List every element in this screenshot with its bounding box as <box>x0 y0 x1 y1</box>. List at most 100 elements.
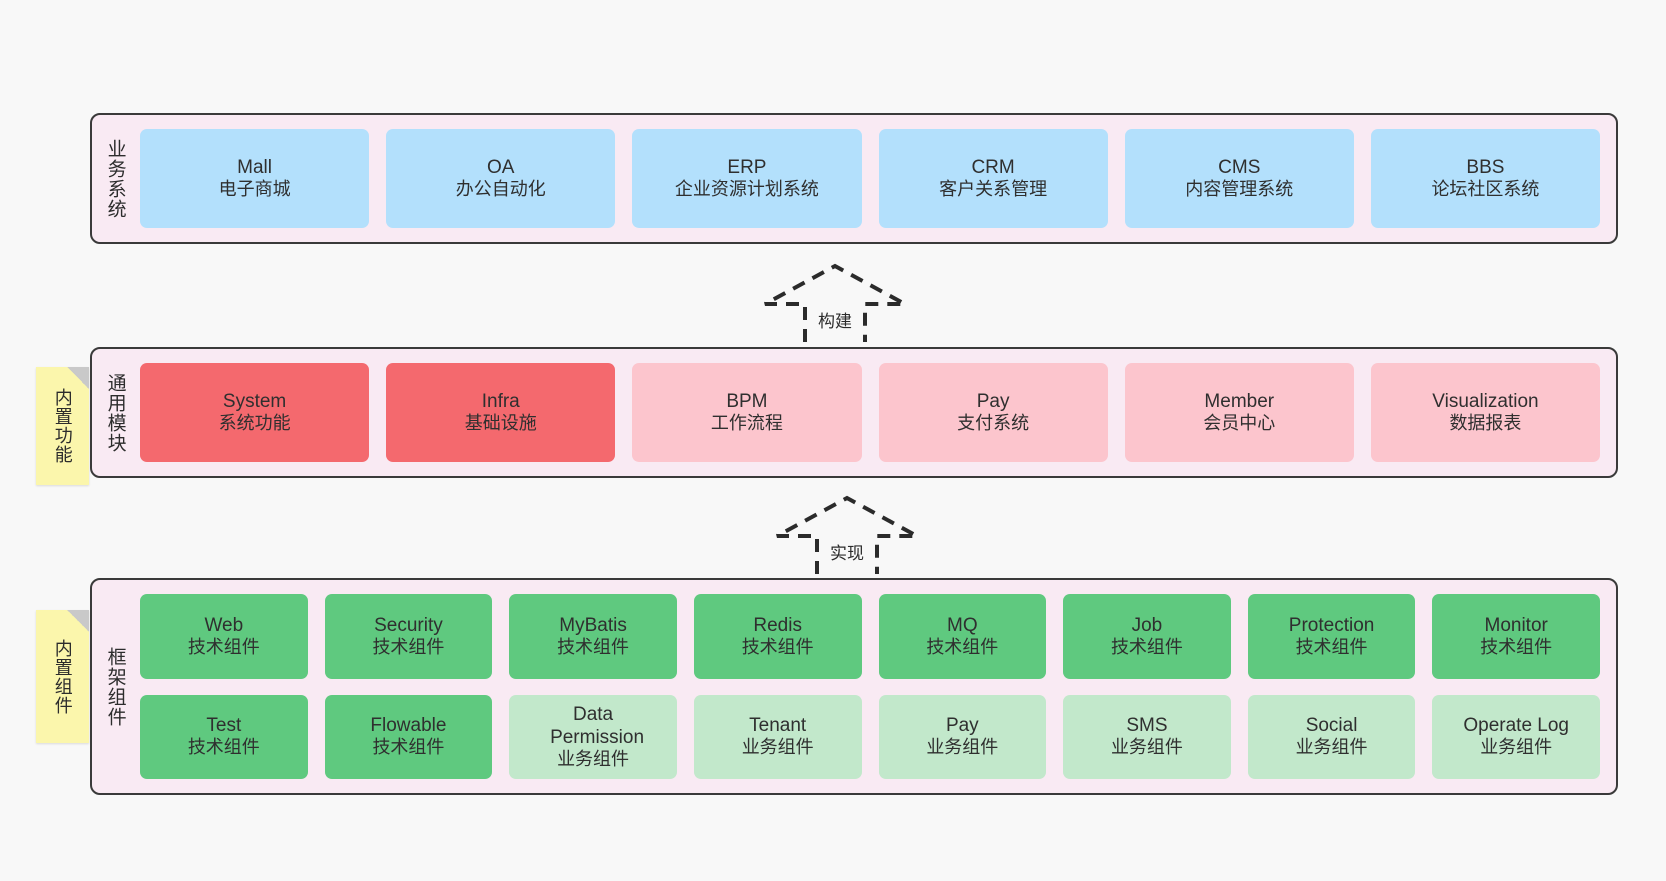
card-member[interactable]: Member 会员中心 <box>1124 363 1354 462</box>
card-system[interactable]: System 系统功能 <box>140 363 370 462</box>
card-title-en: SMS <box>1126 715 1168 737</box>
card-pay[interactable]: Pay 支付系统 <box>878 363 1108 462</box>
card-title-cn: 技术组件 <box>926 636 999 657</box>
card-title-en: Test <box>206 715 242 737</box>
sticky-note-builtin-component: 内置组件 <box>36 610 89 743</box>
card-title-en: MQ <box>947 614 978 636</box>
card-title-en: Tenant <box>749 715 807 737</box>
card-cms[interactable]: CMS 内容管理系统 <box>1124 129 1354 228</box>
card-title-en: Flowable <box>370 715 447 737</box>
card-flowable[interactable]: Flowable 技术组件 <box>324 694 493 779</box>
card-pay-business[interactable]: Pay 业务组件 <box>878 694 1047 779</box>
card-title-en: Social <box>1305 715 1358 737</box>
card-infra[interactable]: Infra 基础设施 <box>386 363 616 462</box>
card-title-cn: 业务组件 <box>1295 737 1368 758</box>
card-title-cn: 系统功能 <box>218 413 291 434</box>
card-web[interactable]: Web 技术组件 <box>140 594 308 679</box>
card-title-cn: 技术组件 <box>1295 636 1368 657</box>
card-title-en: BBS <box>1466 156 1505 178</box>
card-bpm[interactable]: BPM 工作流程 <box>632 363 862 462</box>
card-title-en: MyBatis <box>559 614 627 636</box>
card-operate-log[interactable]: Operate Log 业务组件 <box>1432 694 1600 779</box>
card-title-cn: 支付系统 <box>957 413 1030 434</box>
card-security[interactable]: Security 技术组件 <box>324 594 493 679</box>
card-title-cn: 技术组件 <box>372 737 445 758</box>
card-title-en: Monitor <box>1484 614 1548 636</box>
card-title-en: Pay <box>945 715 979 737</box>
arrow-implement: 实现 <box>772 494 922 582</box>
card-visualization[interactable]: Visualization 数据报表 <box>1370 363 1601 462</box>
card-protection[interactable]: Protection 技术组件 <box>1247 594 1416 679</box>
card-title-en: Redis <box>753 614 802 636</box>
card-social[interactable]: Social 业务组件 <box>1247 694 1416 779</box>
layer-framework-component: 框架组件 Web 技术组件 Security 技术组件 MyBatis 技术组件… <box>90 578 1618 795</box>
card-title-en: OA <box>487 156 515 178</box>
card-title-en: CMS <box>1218 156 1261 178</box>
card-title-en: CRM <box>971 156 1015 178</box>
card-title-cn: 技术组件 <box>741 636 814 657</box>
card-title-cn: 业务组件 <box>1110 737 1183 758</box>
card-title-cn: 技术组件 <box>557 636 630 657</box>
card-title-en: Web <box>204 614 244 636</box>
card-title-cn: 业务组件 <box>741 737 814 758</box>
card-redis[interactable]: Redis 技术组件 <box>693 594 862 679</box>
layer-title-framework-component: 框架组件 <box>104 646 126 727</box>
layer-title-common-module: 通用模块 <box>104 372 126 453</box>
card-title-cn: 技术组件 <box>1480 636 1553 657</box>
card-title-en: Visualization <box>1432 390 1539 412</box>
card-title-cn: 业务组件 <box>926 737 999 758</box>
card-title-cn: 电子商城 <box>218 179 291 200</box>
card-title-cn: 办公自动化 <box>455 179 546 200</box>
card-mall[interactable]: Mall 电子商城 <box>140 129 370 228</box>
card-title-cn: 业务组件 <box>1480 737 1553 758</box>
card-title-cn: 技术组件 <box>372 636 445 657</box>
card-title-cn: 业务组件 <box>557 748 630 769</box>
layer-body-business-system: Mall 电子商城 OA 办公自动化 ERP 企业资源计划系统 CRM 客户关系… <box>138 115 1616 242</box>
card-title-cn: 基础设施 <box>464 413 537 434</box>
card-title-en: System <box>222 390 287 412</box>
card-row: Mall 电子商城 OA 办公自动化 ERP 企业资源计划系统 CRM 客户关系… <box>140 129 1601 228</box>
card-title-cn: 企业资源计划系统 <box>674 179 819 200</box>
card-title-en: Operate Log <box>1463 715 1569 737</box>
card-monitor[interactable]: Monitor 技术组件 <box>1432 594 1600 679</box>
card-title-cn: 会员中心 <box>1203 413 1276 434</box>
arrow-label-implement: 实现 <box>830 544 864 563</box>
card-title-en: Infra <box>481 390 520 412</box>
card-crm[interactable]: CRM 客户关系管理 <box>878 129 1108 228</box>
card-title-cn: 技术组件 <box>1110 636 1183 657</box>
card-erp[interactable]: ERP 企业资源计划系统 <box>632 129 862 228</box>
card-title-en: Protection <box>1288 614 1375 636</box>
card-title-cn: 技术组件 <box>187 737 260 758</box>
card-title-cn: 工作流程 <box>710 413 783 434</box>
card-title-cn: 客户关系管理 <box>939 179 1048 200</box>
card-sms[interactable]: SMS 业务组件 <box>1063 694 1231 779</box>
layer-common-module: 通用模块 System 系统功能 Infra 基础设施 BPM 工作流程 Pay… <box>90 347 1618 478</box>
card-title-cn: 数据报表 <box>1449 413 1522 434</box>
card-title-en: Pay <box>976 390 1010 412</box>
layer-business-system: 业务系统 Mall 电子商城 OA 办公自动化 ERP 企业资源计划系统 CRM… <box>90 113 1618 244</box>
card-title-en: Job <box>1131 614 1163 636</box>
card-row: System 系统功能 Infra 基础设施 BPM 工作流程 Pay 支付系统… <box>140 363 1601 462</box>
card-tenant[interactable]: Tenant 业务组件 <box>693 694 862 779</box>
card-title-cn: 内容管理系统 <box>1185 179 1294 200</box>
card-mq[interactable]: MQ 技术组件 <box>878 594 1047 679</box>
card-test[interactable]: Test 技术组件 <box>140 694 308 779</box>
layer-body-framework-component: Web 技术组件 Security 技术组件 MyBatis 技术组件 Redi… <box>138 580 1616 793</box>
card-mybatis[interactable]: MyBatis 技术组件 <box>509 594 677 679</box>
layer-title-business-system: 业务系统 <box>104 138 126 219</box>
card-title-cn: 论坛社区系统 <box>1431 179 1540 200</box>
card-row-technical: Web 技术组件 Security 技术组件 MyBatis 技术组件 Redi… <box>140 594 1600 679</box>
card-data-permission[interactable]: Data Permission 业务组件 <box>509 694 677 779</box>
card-bbs[interactable]: BBS 论坛社区系统 <box>1370 129 1601 228</box>
card-title-cn: 技术组件 <box>187 636 260 657</box>
card-title-en: BPM <box>726 390 768 412</box>
sticky-note-builtin-function: 内置功能 <box>36 367 89 485</box>
card-title-en: Mall <box>237 156 272 178</box>
arrow-label-build: 构建 <box>818 312 852 331</box>
card-job[interactable]: Job 技术组件 <box>1063 594 1231 679</box>
card-oa[interactable]: OA 办公自动化 <box>386 129 616 228</box>
card-row-business: Test 技术组件 Flowable 技术组件 Data Permission … <box>140 694 1600 779</box>
arrow-build: 构建 <box>760 262 910 350</box>
card-title-en: Member <box>1204 390 1275 412</box>
